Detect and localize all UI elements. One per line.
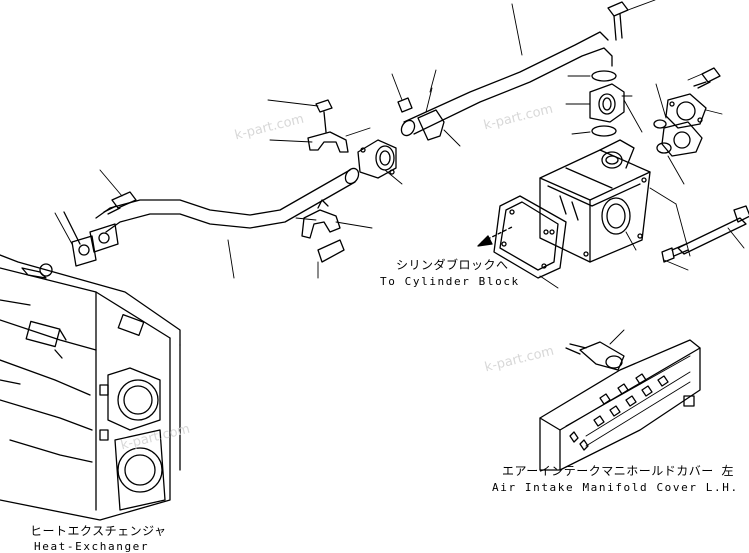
water-pipe-upper: [400, 3, 613, 137]
stud-bolt: [649, 187, 749, 271]
hose-coupling: [357, 139, 403, 185]
pipe-clamp-upper: [267, 99, 371, 153]
manifold-cover: [539, 339, 701, 471]
water-pipe-main: [95, 167, 360, 279]
label-cylinder-block-en: To Cylinder Block: [380, 275, 520, 288]
sensor-part: [565, 329, 625, 371]
label-cylinder-block-jp: シリンダブロックへ: [396, 258, 509, 272]
thermostat-housing: [539, 139, 651, 263]
gasket-flange-left: [54, 211, 119, 267]
elbow-fitting: [565, 83, 643, 133]
o-ring-lower: [591, 125, 617, 137]
bolt-left: [99, 169, 137, 215]
heat-exchanger: [0, 254, 181, 521]
o-ring-upper: [591, 70, 617, 82]
label-heat-exchanger-jp: ヒートエクスチェンジャ: [30, 524, 167, 538]
label-manifold-cover-jp: エアーインテークマニホールドカバー 左: [502, 464, 735, 478]
label-heat-exchanger-en: Heat-Exchanger: [34, 540, 150, 553]
flange-gasket-right: [653, 73, 723, 185]
label-manifold-cover-en: Air Intake Manifold Cover L.H.: [492, 481, 739, 494]
pipe-clamp-lower: [295, 199, 373, 279]
arrow-to-cylinder-block: [477, 225, 515, 247]
bolt-top: [607, 0, 656, 41]
pipe-clamp-top: [391, 69, 461, 147]
gasket-plate: [493, 195, 567, 289]
bolt-right-top: [693, 67, 721, 89]
